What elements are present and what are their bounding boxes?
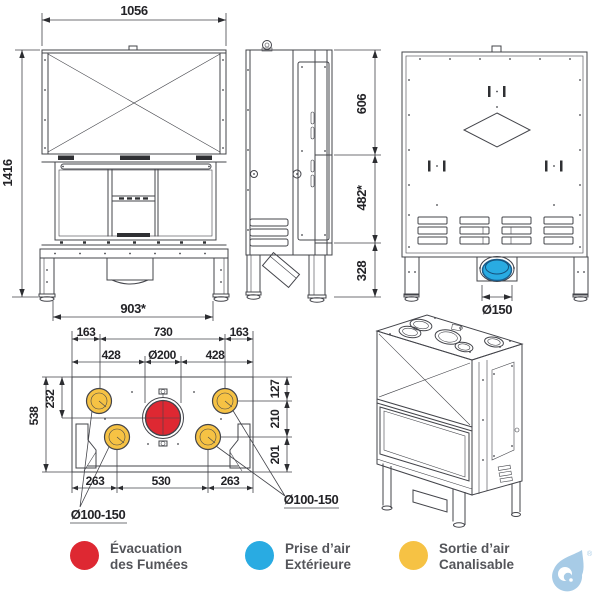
iso-view (375, 314, 524, 528)
legend-item-smoke: Évacuation des Fumées (70, 541, 188, 573)
door-handle (117, 233, 150, 237)
dim-top-row3-left: 263 (86, 474, 106, 488)
smoke-outlet (142, 388, 184, 447)
rear-vent-grids (417, 216, 574, 245)
rear-diamond-plate (462, 112, 532, 148)
rear-slot-marks (428, 86, 563, 172)
ducted-legend-dot (399, 541, 428, 570)
height-dimensions: 606 482* 328 (334, 49, 381, 298)
dim-front-width: 1056 (120, 3, 147, 18)
smoke-color-swatch (70, 541, 99, 570)
dim-top-row2-right: 428 (206, 348, 226, 362)
dim-top-right-mid: 210 (268, 409, 282, 429)
dim-top-row1-center: 730 (154, 325, 174, 339)
side-knob-2 (292, 169, 302, 179)
label-outlets-left: Ø100-150 (71, 507, 126, 522)
legend-ducted-line1: Sortie d’air (439, 541, 510, 556)
side-view (245, 40, 333, 303)
intake-legend-dot (245, 541, 274, 570)
registered-mark: ® (587, 550, 593, 558)
top-view: 163 730 163 428 Ø200 428 538 232 127 210… (27, 325, 339, 524)
label-outlets-right: Ø100-150 (284, 492, 339, 507)
dim-top-row1-left: 163 (77, 325, 97, 339)
side-chute (261, 251, 301, 289)
dim-top-row1-right: 163 (230, 325, 250, 339)
legend-ducted-line2: Canalisable (439, 557, 515, 572)
iso-side-vents (497, 464, 513, 483)
smoke-legend-dot (70, 541, 99, 570)
legend-intake-line2: Extérieure (285, 557, 352, 572)
dim-top-row3-right: 263 (221, 474, 241, 488)
dim-top-left-inner: 232 (43, 389, 57, 409)
dim-top-row2-left: 428 (102, 348, 122, 362)
brand-drop-logo: ® (552, 550, 593, 592)
legend-intake-line1: Prise d’air (285, 541, 351, 556)
dim-height-upper: 606 (354, 94, 369, 115)
front-view: 1056 1416 903* (0, 3, 230, 321)
legend-item-intake: Prise d’air Extérieure (245, 541, 351, 573)
dim-top-row3-center: 530 (152, 474, 172, 488)
dim-height-middle: 482* (354, 184, 369, 210)
drawing-canvas: 1056 1416 903* (0, 3, 589, 528)
iso-glass-door (379, 406, 470, 482)
dim-top-row2-center: Ø200 (148, 348, 176, 362)
legend-smoke-line1: Évacuation (110, 541, 183, 556)
ducted-air-outlets (85, 387, 239, 451)
ducted-color-swatch (399, 541, 428, 570)
intake-color-swatch (245, 541, 274, 570)
rear-view: Ø150 (401, 45, 589, 317)
dim-top-left-outer: 538 (27, 406, 41, 426)
dim-rear-intake-diameter: Ø150 (482, 302, 512, 317)
dim-front-height: 1416 (0, 159, 15, 186)
side-knob (250, 170, 258, 178)
legend-smoke-line2: des Fumées (110, 557, 189, 572)
iso-top-openings (398, 318, 504, 353)
legend-item-ducted: Sortie d’air Canalisable (399, 541, 514, 573)
dim-front-base-width: 903* (120, 301, 146, 316)
dim-top-right-top: 127 (268, 379, 282, 399)
dim-top-right-bottom: 201 (268, 445, 282, 465)
dim-height-lower: 328 (354, 261, 369, 282)
